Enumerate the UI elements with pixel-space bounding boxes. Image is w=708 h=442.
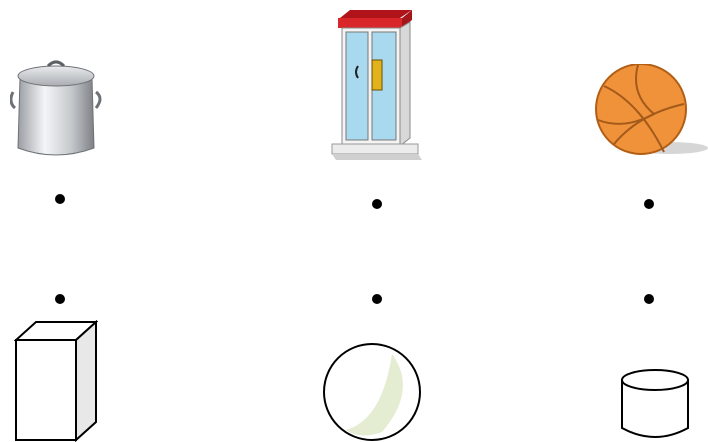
match-dot-bottom-3[interactable] bbox=[644, 294, 654, 304]
match-dot-bottom-1[interactable] bbox=[55, 294, 65, 304]
phone-booth-icon bbox=[328, 6, 424, 164]
cuboid-icon bbox=[14, 320, 98, 442]
cooking-pot-icon bbox=[10, 58, 104, 160]
match-dot-bottom-2[interactable] bbox=[372, 294, 382, 304]
match-dot-top-3[interactable] bbox=[644, 199, 654, 209]
match-dot-top-1[interactable] bbox=[55, 194, 65, 204]
sphere-icon bbox=[320, 342, 424, 442]
match-dot-top-2[interactable] bbox=[372, 199, 382, 209]
cylinder-icon bbox=[618, 366, 692, 442]
basketball-icon bbox=[594, 64, 708, 158]
